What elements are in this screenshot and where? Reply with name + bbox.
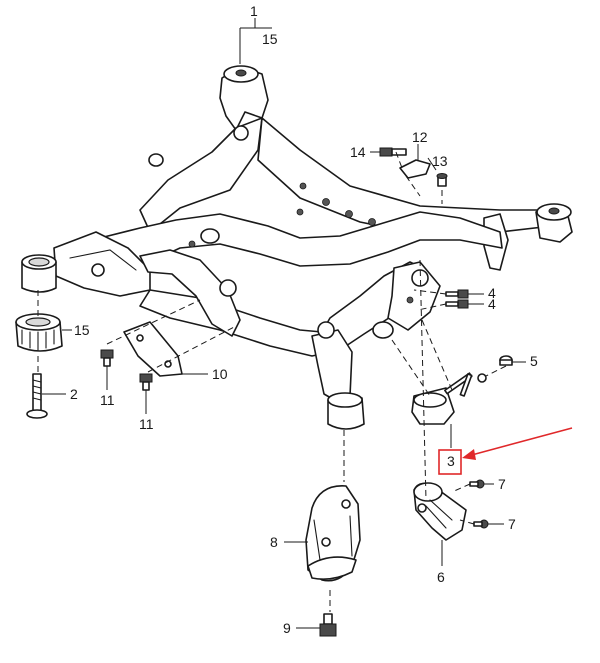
callout-1: 1 — [250, 3, 258, 19]
leader-lines — [42, 18, 526, 629]
height-sensor-3 — [411, 372, 487, 448]
highlight-arrow — [467, 427, 573, 457]
callout-15-top: 15 — [262, 31, 278, 47]
bolt-4-upper — [445, 289, 469, 299]
subframe-lower-bush — [327, 392, 365, 430]
callout-14: 14 — [350, 144, 366, 160]
bolt-9 — [319, 613, 337, 637]
bolt-11-upper — [100, 349, 114, 367]
callout-13: 13 — [432, 153, 448, 169]
callout-11-lower: 11 — [139, 416, 154, 432]
callout-4-upper: 4 — [488, 285, 496, 301]
bolt-11-lower — [139, 373, 153, 391]
nut-5 — [499, 355, 513, 366]
bracket-10 — [123, 321, 183, 377]
callout-8: 8 — [270, 534, 278, 550]
callout-4-lower: 4 — [488, 296, 496, 312]
callout-2: 2 — [70, 386, 78, 402]
callout-6: 6 — [437, 569, 445, 585]
callout-10: 10 — [212, 366, 228, 382]
callout-11-upper: 11 — [100, 392, 115, 408]
highlight-box — [438, 449, 462, 475]
clip-12 — [399, 159, 431, 179]
subframe — [53, 65, 573, 403]
subframe-mount-upper — [21, 254, 57, 293]
bolt-4-lower — [445, 299, 469, 309]
highlight-annotation — [438, 427, 573, 475]
callout-7-lower: 7 — [508, 516, 516, 532]
highlight-arrowhead — [462, 449, 476, 460]
cover-6 — [413, 482, 467, 541]
callout-9: 9 — [283, 620, 291, 636]
bolt-14 — [379, 147, 407, 157]
screw-13 — [436, 173, 448, 187]
callout-7-upper: 7 — [498, 476, 506, 492]
cover-8 — [305, 485, 361, 582]
screw-7-upper — [469, 479, 485, 489]
callout-5: 5 — [530, 353, 538, 369]
callout-15-left: 15 — [74, 322, 90, 338]
callout-3: 3 — [447, 453, 455, 469]
bushing-15 — [15, 313, 63, 352]
callout-12: 12 — [412, 129, 428, 145]
screw-7-lower — [473, 519, 489, 529]
callouts: 1 15 15 2 11 11 10 12 13 14 4 4 5 3 7 7 … — [70, 3, 538, 636]
assembly-lines — [37, 151, 507, 612]
bolt-2 — [26, 373, 48, 419]
